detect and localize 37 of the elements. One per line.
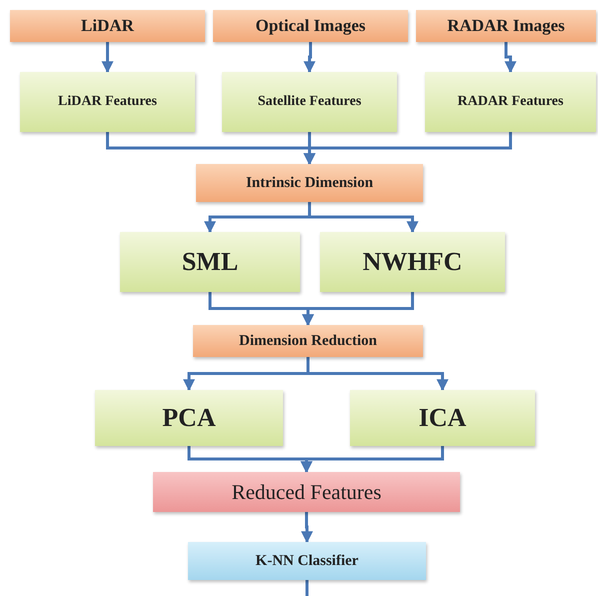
arrow [304,42,316,74]
box-label: LiDAR [81,16,134,36]
arrow [304,132,512,166]
box-label: Optical Images [255,16,366,36]
source-box [416,10,596,42]
arrow [301,512,313,544]
arrow [504,42,516,74]
classifier-box [188,542,426,580]
box-label: Reduced Features [232,480,382,504]
source-box [10,10,205,42]
process-box [320,232,505,292]
box-label: PCA [162,403,216,433]
box-label: Dimension Reduction [239,332,377,350]
box-label: Satellite Features [258,94,362,110]
source-box [196,164,423,202]
result-box [153,472,460,512]
box-label: NWHFC [362,247,462,277]
box-label: RADAR Images [447,16,565,36]
arrow [302,292,414,326]
process-box [350,390,535,446]
process-box [95,390,283,446]
box-label: RADAR Features [458,94,564,110]
arrow [308,202,418,234]
box-label: LiDAR Features [58,94,157,110]
arrow [102,42,114,74]
process-box [222,72,397,132]
source-box [193,325,423,357]
process-box [20,72,195,132]
box-label: SML [182,247,238,277]
process-box [425,72,596,132]
arrow [300,446,444,474]
process-box [120,232,300,292]
box-label: ICA [418,403,466,433]
box-label: Intrinsic Dimension [246,174,374,192]
arrow [306,357,448,392]
box-label: K-NN Classifier [256,552,358,570]
source-box [213,10,408,42]
